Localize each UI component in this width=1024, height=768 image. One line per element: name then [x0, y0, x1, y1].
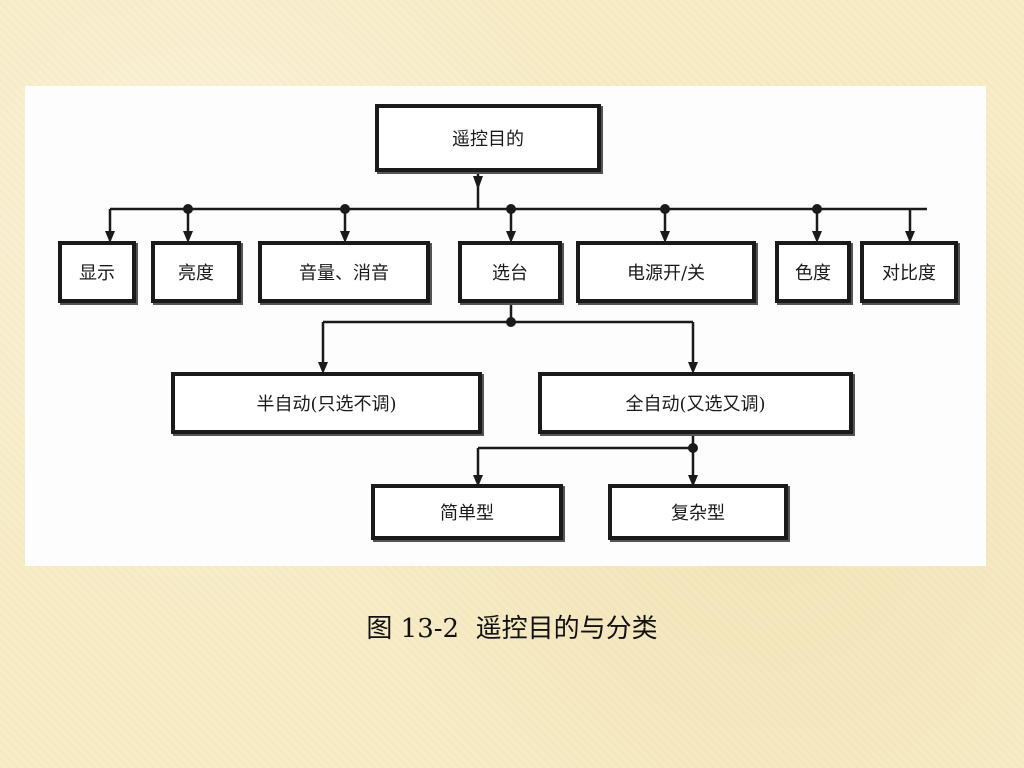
type-node-complex: 复杂型	[608, 484, 788, 540]
mode-node-semi-auto: 半自动(只选不调)	[171, 372, 482, 434]
root-node: 遥控目的	[375, 104, 601, 172]
mode-node-full-auto: 全自动(又选又调)	[538, 372, 853, 434]
connector-lines	[105, 171, 927, 487]
diagram-panel: 遥控目的 显示 亮度 音量、消音 选台 电源开/关 色度 对比度 半自动(只选不…	[25, 86, 986, 566]
function-node-display: 显示	[58, 241, 136, 303]
type-node-simple: 简单型	[371, 484, 563, 540]
function-node-power: 电源开/关	[576, 241, 756, 303]
function-node-contrast: 对比度	[860, 241, 958, 303]
function-node-brightness: 亮度	[151, 241, 241, 303]
function-node-channel-select: 选台	[458, 241, 562, 303]
figure-caption: 图 13-2 遥控目的与分类	[366, 614, 658, 644]
function-node-chroma: 色度	[775, 241, 851, 303]
function-node-volume-mute: 音量、消音	[258, 241, 430, 303]
